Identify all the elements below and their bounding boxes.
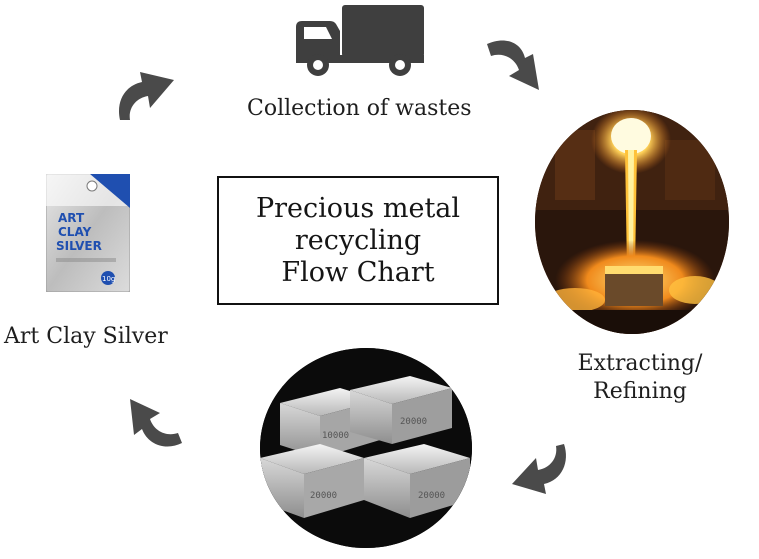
curved-arrow-icon [114, 64, 178, 128]
extracting-label-line-1: Extracting/ [577, 351, 703, 376]
package-text-art: ART [58, 211, 85, 225]
bar-stamp: 20000 [400, 417, 427, 427]
center-title-line-3: Flow Chart [281, 256, 435, 288]
extracting-label-line-2: Refining [593, 379, 687, 404]
bar-stamp: 10000 [322, 431, 349, 441]
package-text-silver: SILVER [56, 239, 102, 253]
bar-stamp: 20000 [310, 491, 337, 501]
curved-arrow-icon [506, 440, 570, 504]
truck-icon [292, 5, 426, 77]
center-title-box: Precious metal recycling Flow Chart [217, 176, 499, 305]
package-weight: 10g [102, 275, 115, 283]
extracting-refining-label: Extracting/ Refining [560, 350, 720, 406]
collection-label: Collection of wastes [247, 96, 472, 121]
art-clay-silver-label: Art Clay Silver [4, 324, 168, 349]
center-title-line-1: Precious metal [255, 192, 461, 224]
curved-arrow-icon [122, 395, 186, 459]
curved-arrow-icon [483, 30, 547, 94]
package-text-clay: CLAY [58, 225, 92, 239]
art-clay-silver-package: ART CLAY SILVER 10g [45, 173, 131, 293]
center-title-line-2: recycling [294, 224, 422, 256]
molten-metal-photo [535, 110, 729, 334]
bar-stamp: 20000 [418, 491, 445, 501]
silver-bars-photo: 10000 20000 20000 20000 [260, 348, 472, 548]
